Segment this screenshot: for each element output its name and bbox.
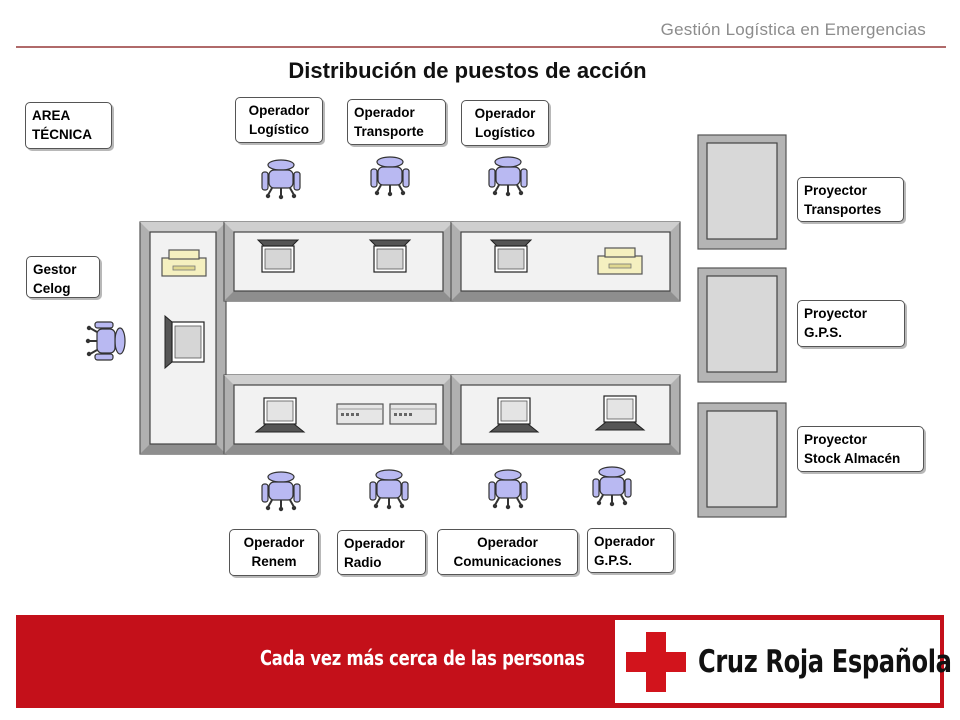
projector-screen-transportes (697, 134, 787, 250)
chair-icon (369, 469, 409, 511)
monitor-icon (490, 239, 532, 273)
floor-plan (84, 134, 787, 518)
desk-bottom-right (450, 374, 681, 455)
chair-icon (370, 156, 410, 198)
monitor-icon (257, 239, 299, 273)
monitor-icon (164, 314, 205, 370)
red-cross-icon-bar (626, 652, 686, 672)
page-title: Distribución de puestos de acción (288, 58, 647, 83)
radio-icon (389, 403, 437, 425)
desk-top-right (450, 221, 681, 302)
monitor-icon (369, 239, 411, 273)
chair-icon (488, 469, 528, 511)
printer-icon (597, 247, 643, 275)
header-title: Gestión Logística en Emergencias (660, 20, 926, 39)
printer-icon (161, 249, 207, 277)
footer-slogan: Cada vez más cerca de las personas (260, 646, 585, 670)
logo-text: Cruz Roja Española (698, 644, 952, 680)
chair-icon (488, 156, 528, 198)
radio-icon (336, 403, 384, 425)
chair-icon (592, 466, 632, 508)
chair-icon (84, 321, 126, 361)
header-divider (16, 46, 946, 48)
projector-screen-gps (697, 267, 787, 383)
projector-screen-stock (697, 402, 787, 518)
chair-icon (261, 471, 301, 513)
desk-top-left (223, 221, 454, 302)
chair-icon (261, 159, 301, 201)
